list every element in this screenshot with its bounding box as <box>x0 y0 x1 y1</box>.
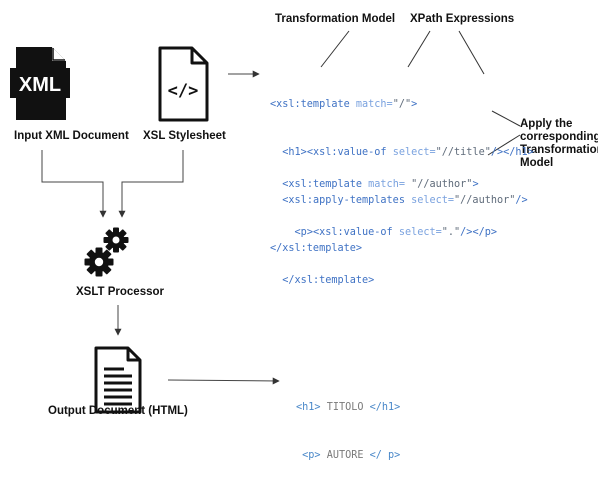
transformation-model-label: Transformation Model <box>275 13 396 25</box>
code-token: <h1> <box>282 147 307 158</box>
code-line: <p> AUTORE </ p> <box>296 448 400 464</box>
apply-note-line: Model <box>520 157 554 169</box>
apply-pointer-bottom <box>487 134 521 156</box>
code-token: <h1> <box>296 402 321 413</box>
code-token: select= <box>392 147 436 158</box>
code-token: "//author" <box>411 179 473 190</box>
code-token: TITOLO <box>326 402 364 413</box>
code-token: match= <box>355 99 393 110</box>
code-token: </xsl:template> <box>270 243 363 254</box>
apply-note: Apply the corresponding Transformation M… <box>520 118 598 170</box>
code-token: <xsl:value-of <box>312 227 393 238</box>
apply-pointer-top <box>491 110 521 127</box>
code-token: match= <box>368 179 405 190</box>
code-token: AUTORE <box>326 450 364 461</box>
xml-to-processor-arrow <box>41 150 107 218</box>
template-root-code: <xsl:template match="/"> <h1><xsl:value-… <box>270 65 534 273</box>
apply-note-line: Apply the <box>520 118 573 130</box>
code-line: <xsl:apply-templates select="//author"/> <box>270 193 534 209</box>
code-token: <xsl:template <box>270 99 350 110</box>
code-token: <xsl:apply-templates <box>282 195 405 206</box>
output-html-code: <h1> TITOLO </h1> <p> AUTORE </ p> <box>296 368 400 480</box>
annotation-pointers <box>320 30 521 156</box>
code-line: <xsl:template match= "//author"> <box>270 177 497 193</box>
code-token: "/" <box>392 99 412 110</box>
gears-icon <box>84 227 129 277</box>
code-line: </xsl:template> <box>270 273 497 289</box>
output-to-html-arrow <box>167 377 280 385</box>
xpath-pointer-title <box>407 30 431 68</box>
code-token: </ p> <box>369 450 401 461</box>
code-token: "//author" <box>454 195 516 206</box>
code-line: <h1> TITOLO </h1> <box>296 400 400 416</box>
code-line: <xsl:template match="/"> <box>270 97 534 113</box>
code-line: </xsl:template> <box>270 241 534 257</box>
code-token: > <box>472 179 479 190</box>
code-token: > <box>411 99 418 110</box>
code-token: <xsl:template <box>282 179 363 190</box>
xpath-pointer-author <box>458 30 485 75</box>
code-line: <p><xsl:value-of select="."/></p> <box>270 225 497 241</box>
code-token: <p> <box>294 227 313 238</box>
code-line: <h1><xsl:value-of select="//title"/></h1… <box>270 145 534 161</box>
code-token: select= <box>411 195 455 206</box>
apply-note-line: corresponding <box>520 131 598 143</box>
code-token: "." <box>441 227 461 238</box>
xml-file-icon: XML <box>10 47 70 120</box>
xsl-to-processor-arrow <box>118 150 184 218</box>
code-token: /></h1> <box>490 147 534 158</box>
code-token: </h1> <box>369 402 401 413</box>
code-token: "//title" <box>435 147 491 158</box>
apply-note-line: Transformation <box>520 144 598 156</box>
xpath-expressions-label: XPath Expressions <box>410 13 515 25</box>
xslt-processor-label: XSLT Processor <box>76 286 164 298</box>
xsl-stylesheet-label: XSL Stylesheet <box>143 130 226 142</box>
code-token: <p> <box>302 450 321 461</box>
output-document-label: Output Document (HTML) <box>48 405 188 417</box>
transformation-model-pointer <box>320 30 350 68</box>
code-token: <xsl:value-of <box>306 147 387 158</box>
template-author-code: <xsl:template match= "//author"> <p><xsl… <box>270 145 497 305</box>
input-xml-label: Input XML Document <box>14 130 129 142</box>
input-connectors <box>41 70 280 385</box>
xslt-flow-diagram: XML </> <box>10 30 521 414</box>
code-token: /></p> <box>460 227 497 238</box>
code-token: select= <box>398 227 442 238</box>
code-icon-text: </> <box>168 81 199 101</box>
xml-icon-text: XML <box>19 74 61 96</box>
code-token: /> <box>515 195 528 206</box>
code-file-icon: </> <box>158 46 209 122</box>
code-token: </xsl:template> <box>282 275 375 286</box>
document-icon <box>94 346 142 414</box>
